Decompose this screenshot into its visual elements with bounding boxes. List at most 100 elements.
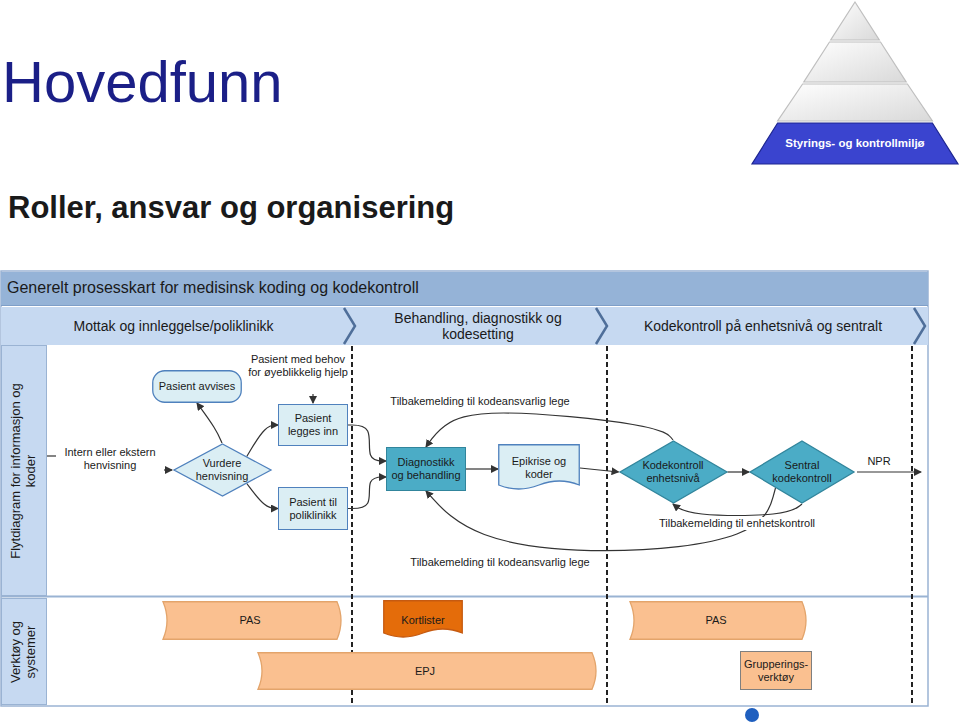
decision-diamond: Sentral kodekontroll — [749, 440, 855, 504]
lane-label: Verktøy og systemer — [1, 598, 47, 705]
node-text: Kodekontroll enhetsnivå — [639, 459, 707, 484]
pyramid-layer — [804, 42, 906, 82]
flow-connector — [247, 484, 278, 509]
terminal-outline — [153, 371, 242, 403]
process-box: Pasient til poliklinikk — [278, 487, 348, 530]
node-text: Pasient til poliklinikk — [282, 496, 344, 521]
document-outline — [384, 601, 463, 637]
process-box: Diagnostikk og behandling — [386, 447, 466, 491]
node-text: Kortlister — [401, 614, 444, 627]
endpoint-label: NPR — [860, 455, 898, 468]
banner-outline — [258, 653, 596, 690]
phase-ground — [610, 307, 928, 345]
text-block: Behandling, diagnostikk og kodesetting — [367, 310, 601, 342]
exit-arrow — [857, 471, 921, 472]
flow-connector — [426, 413, 673, 447]
phase-chevron — [344, 308, 355, 344]
banner-outline — [163, 602, 341, 640]
text-block: Kodekontroll på enhetsnivå og sentralt — [644, 318, 894, 334]
phase-arrow: Mottak og innleggelse/poliklinikk — [1, 307, 358, 345]
pyramid-layer — [831, 2, 880, 40]
node-text: Verktøy og systemer — [9, 606, 39, 698]
flow-note: Intern eller ekstern henvisning — [58, 446, 162, 471]
tool-box: Grupperings-verktøy — [740, 651, 812, 690]
lane-separator — [1, 596, 928, 598]
pyramid-base — [752, 123, 958, 164]
slide-title: Hovedfunn — [2, 50, 283, 114]
phase-ground — [1, 307, 358, 345]
node-text: Styrings- og kontrollmiljø — [785, 137, 924, 150]
node-text: Kodekontroll på enhetsnivå og sentralt — [644, 318, 882, 334]
node-text: PAS — [705, 614, 726, 627]
phase-chevron — [914, 308, 925, 344]
node-text: Pasient avvises — [159, 380, 235, 393]
flow-connector — [580, 468, 619, 472]
diamond-outline — [750, 441, 854, 503]
phase-arrow: Behandling, diagnostikk og kodesetting — [358, 307, 610, 345]
node-text: Grupperings-verktøy — [744, 658, 808, 683]
node-text: Flytdiagram for informasjon og koder — [9, 371, 39, 571]
text-block: Pasient til poliklinikk — [282, 496, 344, 521]
text-block: Mottak og innleggelse/poliklinikk — [74, 318, 286, 334]
document-outline — [499, 445, 580, 489]
node-text: Mottak og innleggelse/poliklinikk — [74, 318, 274, 334]
phase-ground — [358, 307, 610, 345]
flow-connector — [348, 425, 386, 461]
text-block: Grupperings-verktøy — [744, 658, 808, 683]
node-text: Pasient legges inn — [282, 412, 344, 437]
diamond-outline — [174, 444, 271, 496]
text-block: Epikrise og koder — [502, 455, 576, 480]
node-text: PAS — [239, 614, 260, 627]
text-block: Pasient legges inn — [282, 412, 344, 437]
node-text: Generelt prosesskart for medisinsk kodin… — [7, 279, 419, 297]
process-box: Pasient legges inn — [278, 404, 348, 446]
diagram-panel — [1, 271, 928, 706]
phase-chevron — [596, 308, 607, 344]
text-block: Diagnostikk og behandling — [390, 456, 462, 481]
text-block: Generelt prosesskart for medisinsk kodin… — [7, 279, 419, 297]
text-block: Sentral kodekontroll — [769, 459, 835, 484]
system-banner: EPJ — [250, 652, 600, 690]
node-text: Diagnostikk og behandling — [390, 456, 462, 481]
document-shape: Epikrise og koder — [498, 444, 580, 492]
entry-arrow — [312, 394, 313, 403]
decision-diamond: Kodekontroll enhetsnivå — [619, 440, 728, 504]
node-text: Vurdere henvisning — [191, 457, 252, 482]
document-shape: Kortlister — [383, 600, 463, 640]
text-block: Kortlister — [401, 614, 444, 627]
pyramid-level: Styrings- og kontrollmiljø — [752, 123, 958, 164]
text-block: Pasient avvises — [159, 380, 235, 393]
text-block: Styrings- og kontrollmiljø — [785, 137, 924, 150]
terminal-box: Pasient avvises — [152, 370, 242, 403]
node-text: Epikrise og koder — [502, 455, 576, 480]
node-text: Behandling, diagnostikk og kodesetting — [367, 310, 589, 342]
connector-label: Tilbakemelding til kodeansvarlig lege — [388, 395, 571, 408]
pyramid-layer — [778, 84, 933, 121]
flow-connector — [197, 403, 222, 443]
text-block: Kodekontroll enhetsnivå — [639, 459, 707, 484]
diamond-outline — [620, 441, 727, 503]
entry-arrow — [164, 469, 172, 470]
slide-subtitle: Roller, ansvar og organisering — [8, 190, 608, 226]
system-banner: PAS — [622, 601, 810, 640]
phase-divider — [351, 346, 353, 705]
flow-connector — [673, 504, 802, 516]
text-block: EPJ — [415, 665, 435, 678]
system-banner: PAS — [155, 601, 345, 640]
phase-divider — [606, 346, 608, 705]
lane-label: Flytdiagram for informasjon og koder — [1, 345, 47, 596]
flow-connector — [466, 468, 498, 469]
node-text: Sentral kodekontroll — [769, 459, 835, 484]
banner-outline — [630, 602, 806, 640]
flow-connector — [728, 471, 750, 472]
text-block: PAS — [705, 614, 726, 627]
connector-label: Tilbakemelding til kodeansvarlig lege — [408, 556, 591, 569]
connector-label: Tilbakemelding til enhetskontroll — [657, 517, 817, 530]
flow-note: Pasient med behov for øyeblikkelig hjelp — [246, 353, 350, 378]
flow-connector — [247, 425, 278, 457]
text-block: Vurdere henvisning — [191, 457, 252, 482]
node-text: EPJ — [415, 665, 435, 678]
phase-arrow: Kodekontroll på enhetsnivå og sentralt — [610, 307, 928, 345]
lead-line — [47, 455, 56, 456]
